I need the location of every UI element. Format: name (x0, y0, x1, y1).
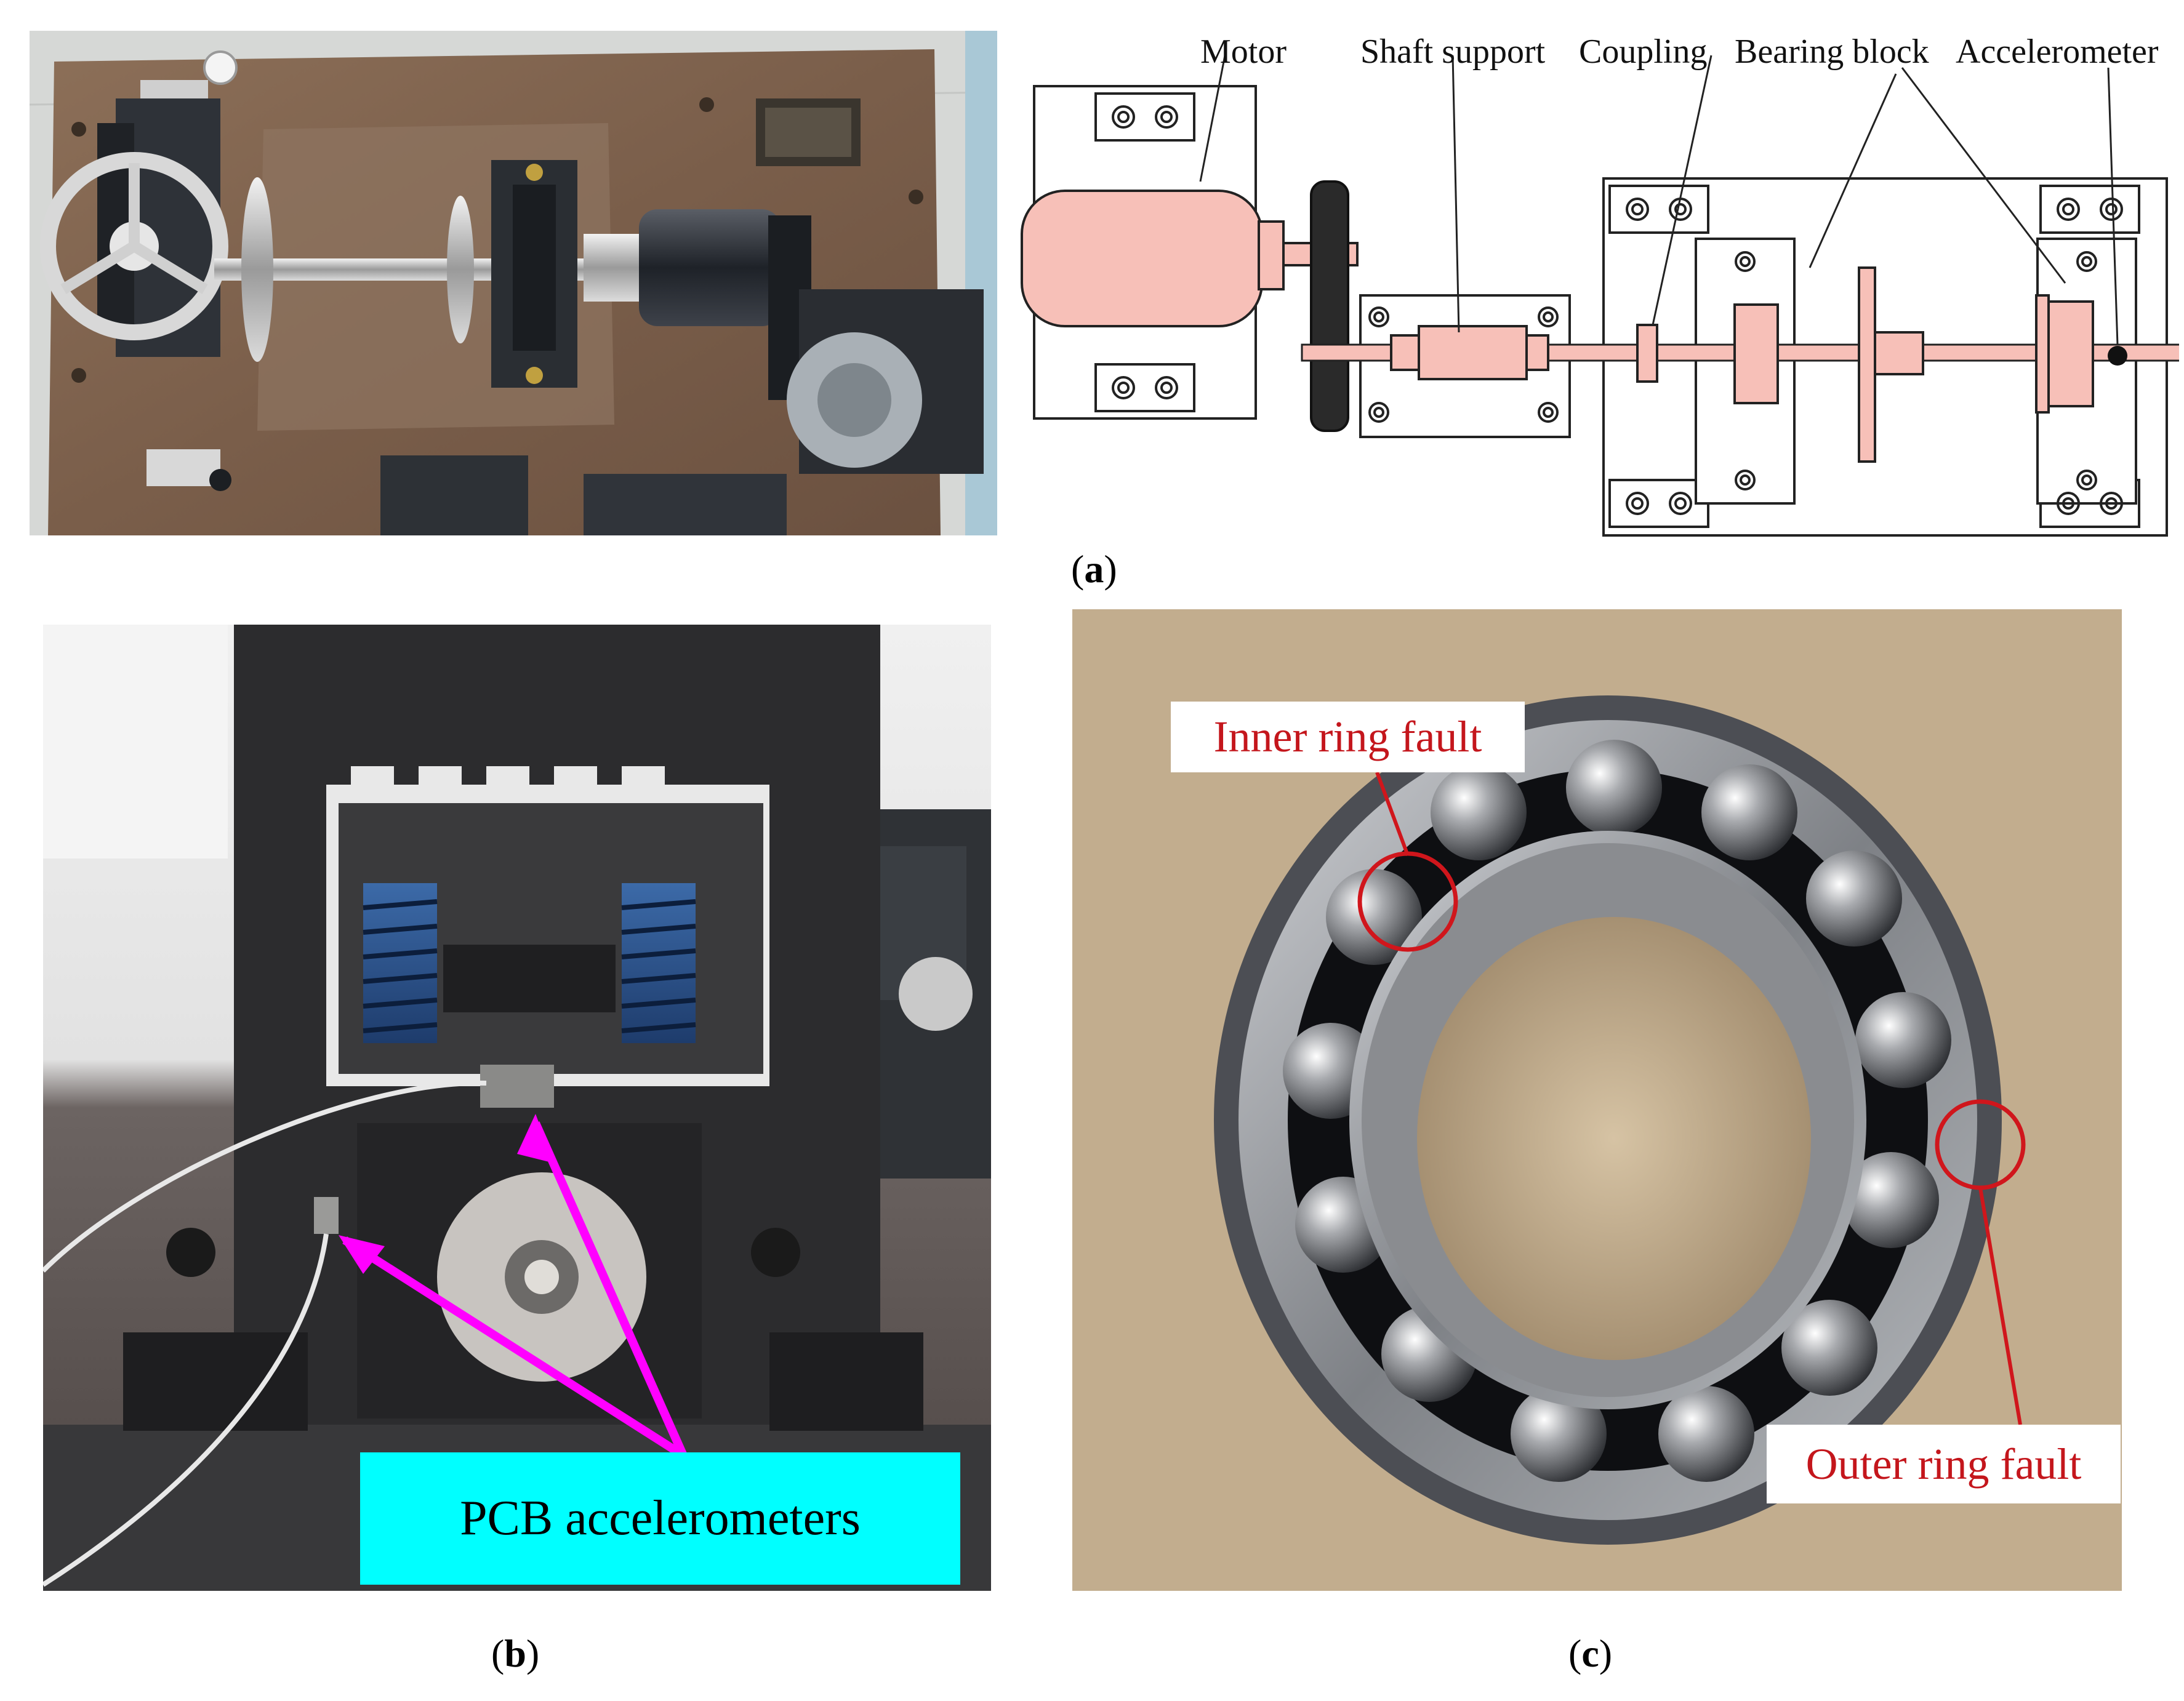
pcb-accelerometers-label: PCB accelerometers (360, 1452, 960, 1585)
caption-c: (c) (1568, 1631, 1613, 1675)
inner-ring-fault-label: Inner ring fault (1171, 702, 1525, 772)
bearing-photo: Inner ring fault Outer ring fault (1072, 609, 2122, 1591)
label-motor: Motor (1200, 33, 1287, 71)
bearing-photo-illustration (1072, 609, 2122, 1591)
label-shaft-support: Shaft support (1360, 33, 1546, 71)
caption-c-letter: c (1581, 1631, 1599, 1675)
label-accelerometer: Accelerometer (1956, 33, 2159, 71)
caption-a-letter: a (1084, 547, 1104, 591)
outer-ring-fault-label: Outer ring fault (1767, 1425, 2121, 1503)
test-rig-photo (30, 31, 997, 535)
test-rig-photo-illustration (30, 31, 997, 535)
label-bearing-block: Bearing block (1735, 33, 1929, 71)
test-rig-schematic: Motor Shaft support Coupling Bearing blo… (1016, 25, 2179, 542)
label-coupling: Coupling (1579, 33, 1708, 71)
accelerometer-photo: PCB accelerometers (43, 625, 991, 1591)
accelerometer-photo-illustration (43, 625, 991, 1591)
schematic-drawing (1021, 55, 2179, 537)
caption-b: (b) (491, 1631, 540, 1675)
caption-a: (a) (1071, 547, 1117, 591)
caption-b-letter: b (504, 1631, 526, 1675)
